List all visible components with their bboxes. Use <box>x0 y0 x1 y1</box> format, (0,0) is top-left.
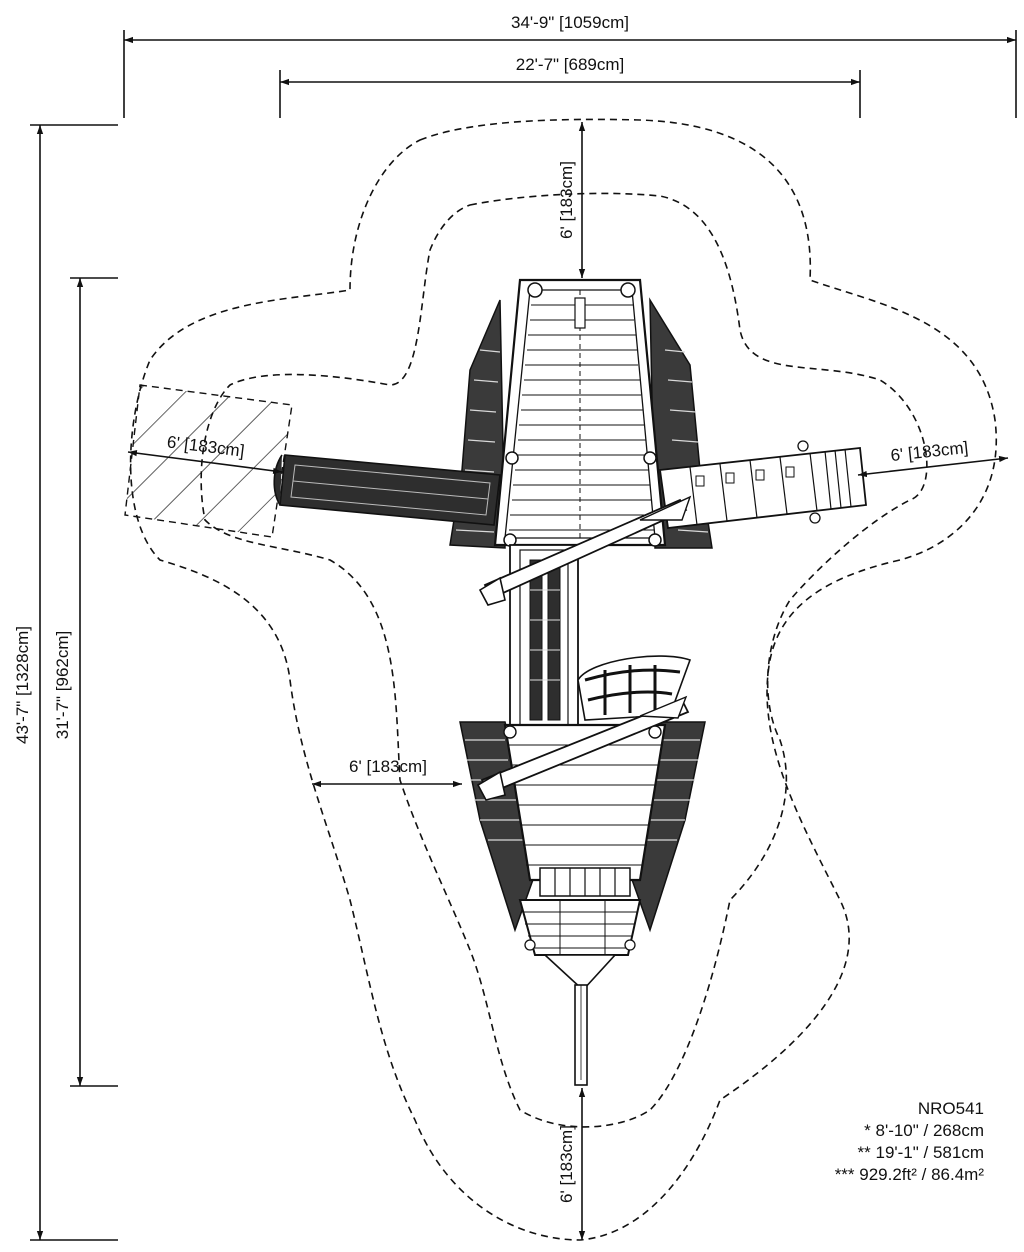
structure-length-label: 31'-7" [962cm] <box>53 631 72 740</box>
slide-exit-zone <box>124 384 293 538</box>
left-clearance-line <box>127 450 283 474</box>
ship-structure <box>273 278 867 1086</box>
mid-left-clearance-label: 6' [183cm] <box>349 757 427 776</box>
height-spec: * 8'-10" / 268cm <box>864 1121 984 1140</box>
top-clearance-label: 6' [183cm] <box>557 161 576 239</box>
length-spec: ** 19'-1" / 581cm <box>857 1143 984 1162</box>
overall-length-label: 43'-7" [1328cm] <box>13 626 32 744</box>
right-clearance-line <box>857 455 1009 478</box>
overall-width-label: 34'-9" [1059cm] <box>511 13 629 32</box>
structure-width-label: 22'-7" [689cm] <box>516 55 625 74</box>
right-clearance-label: 6' [183cm] <box>890 438 969 465</box>
area-spec: *** 929.2ft² / 86.4m² <box>834 1165 984 1184</box>
model-number: NRO541 <box>917 1099 984 1118</box>
dimension-lines <box>30 30 1017 1241</box>
bottom-clearance-label: 6' [183cm] <box>557 1125 576 1203</box>
product-info-block: NRO541 * 8'-10" / 268cm ** 19'-1" / 581c… <box>835 1098 984 1186</box>
